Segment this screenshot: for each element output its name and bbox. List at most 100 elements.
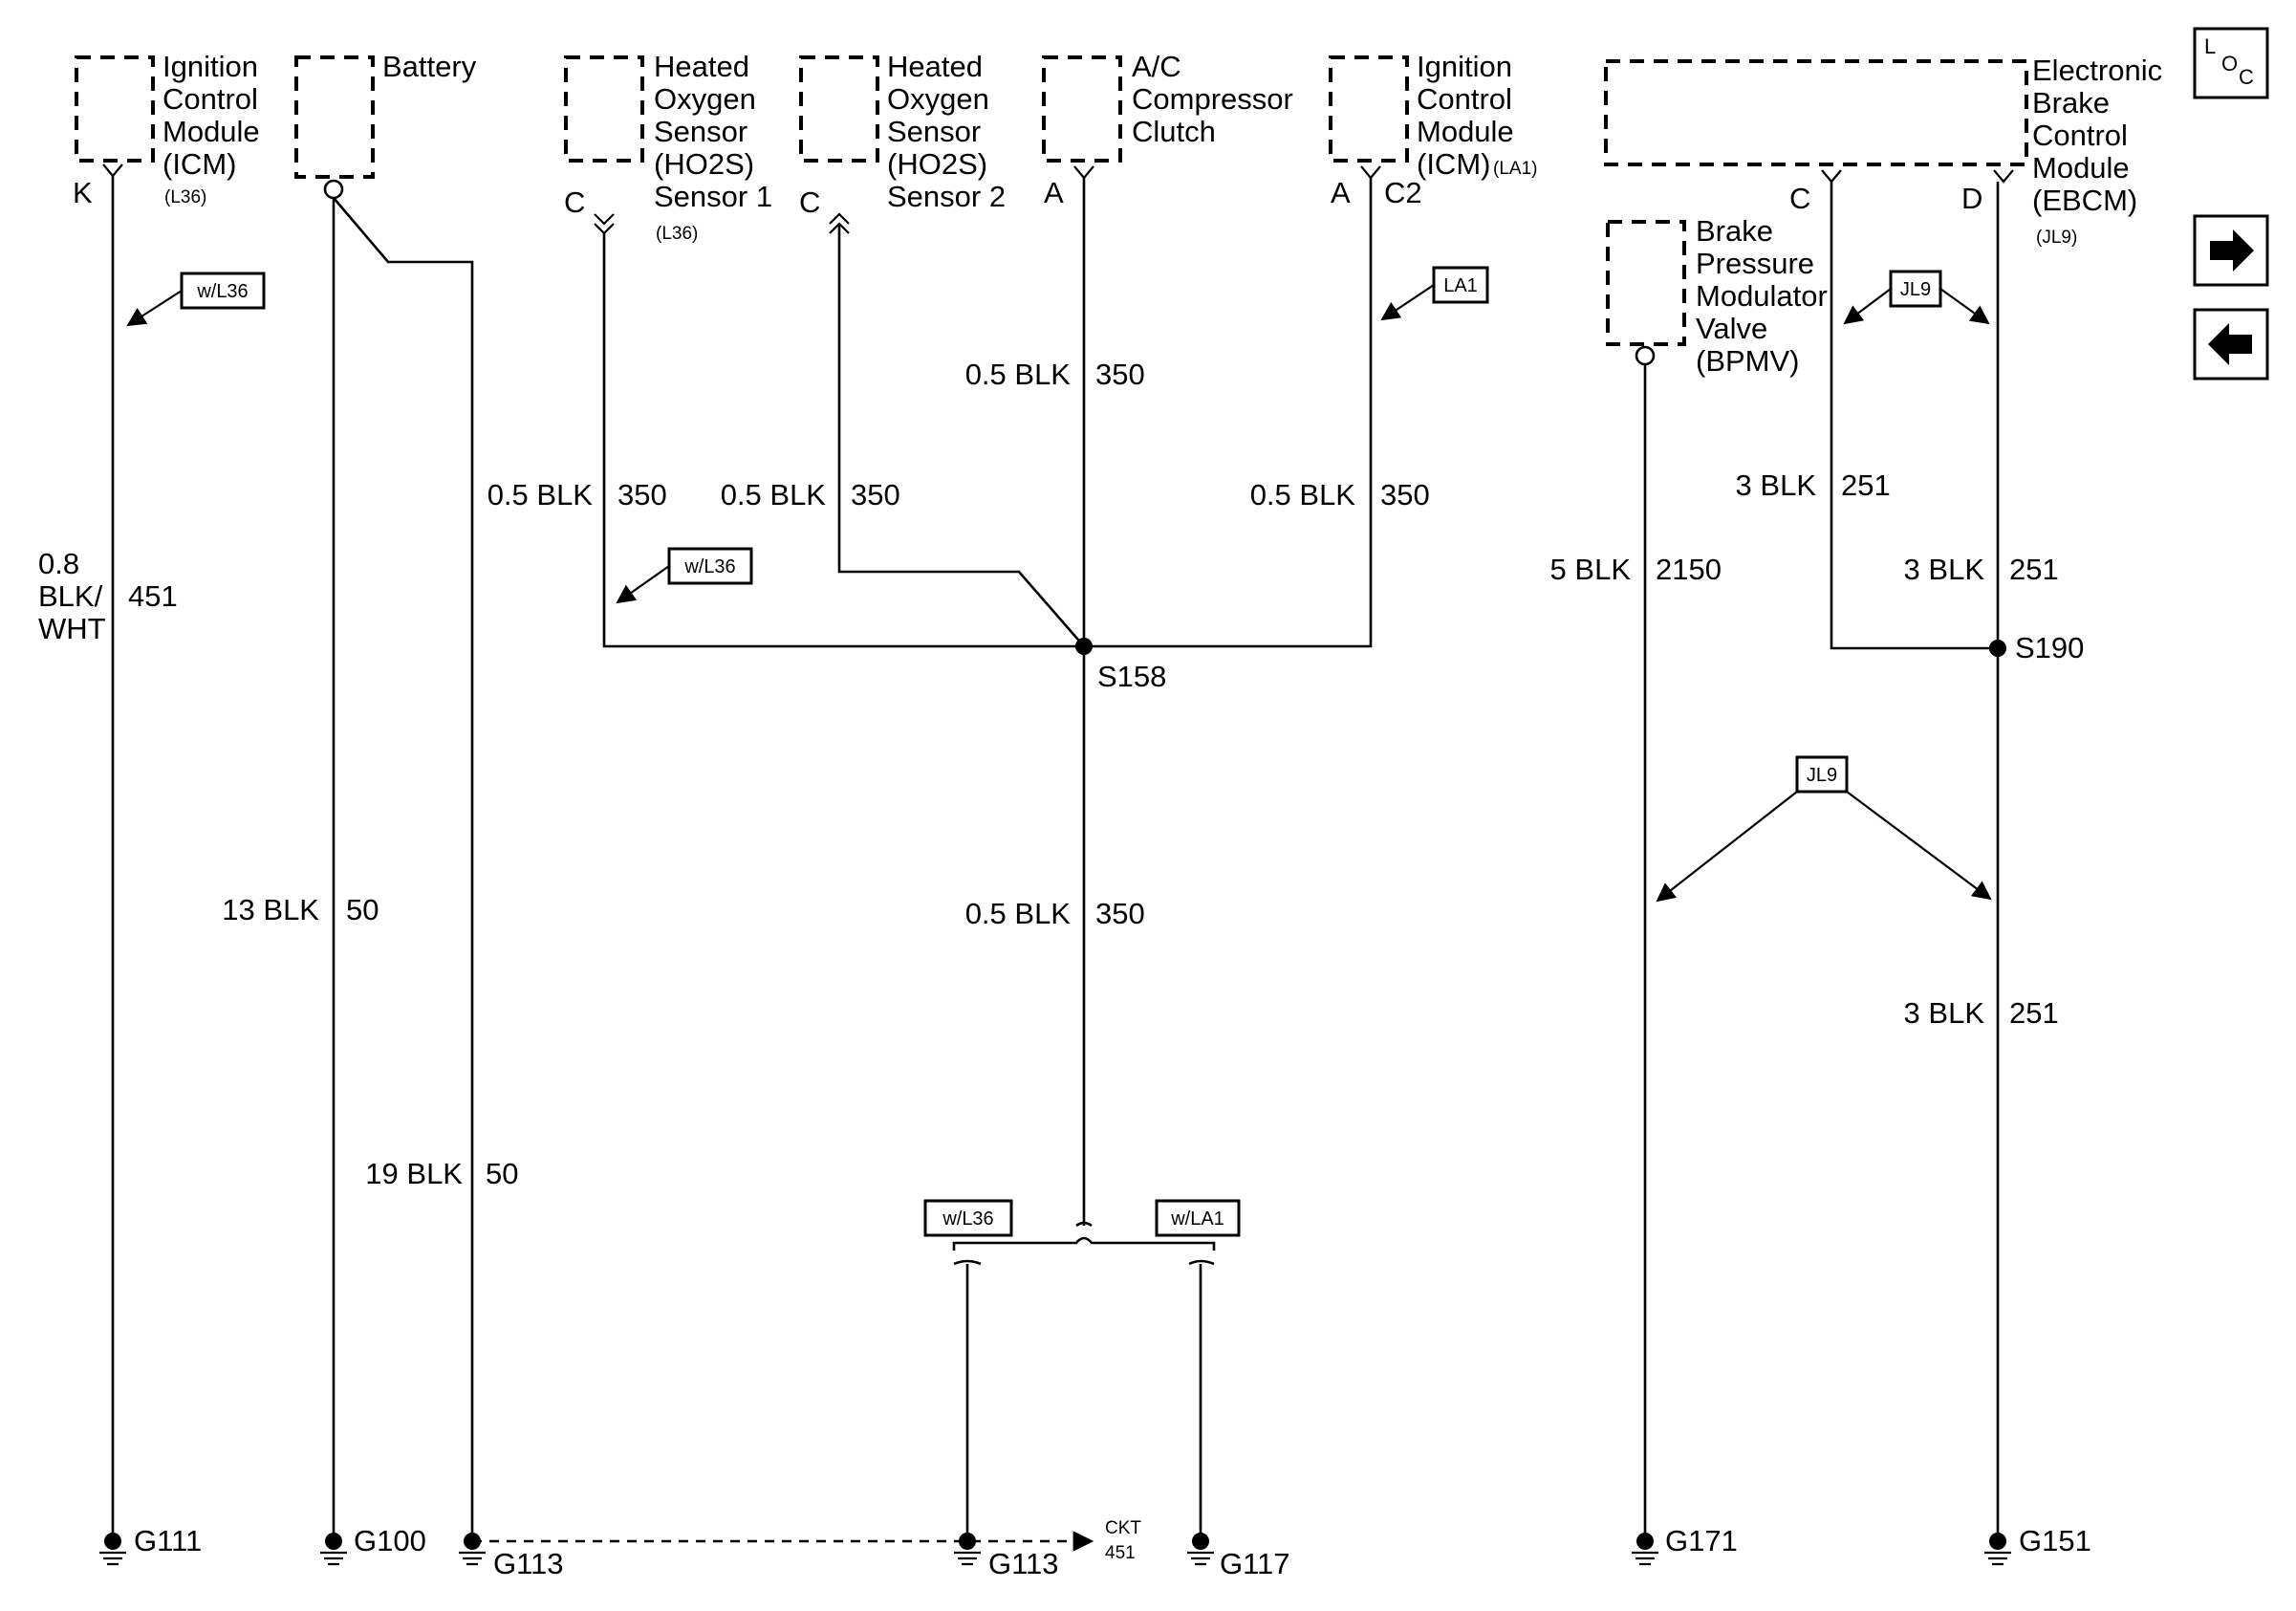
wire-s190-circuit: 251 <box>2009 996 2059 1030</box>
terminal-ebcm-d <box>1993 169 2014 184</box>
wire-451-circuit: 451 <box>128 579 178 613</box>
arrow-right-icon <box>2210 229 2254 272</box>
pin-c-ho2s1: C <box>564 185 585 219</box>
wire-battery-50-branch <box>333 197 474 1541</box>
svg-text:w/L36: w/L36 <box>683 556 735 577</box>
wire-s158-circuit: 350 <box>1095 897 1145 930</box>
svg-text:w/L36: w/L36 <box>942 1208 993 1230</box>
wire-ac-circuit: 350 <box>1095 358 1145 391</box>
ho2s1-label: Heated Oxygen Sensor (HO2S) Sensor 1 <box>654 50 772 213</box>
ground-g100: G100 <box>320 1524 426 1566</box>
wire-ebcm-c-size: 3 BLK <box>1736 468 1817 502</box>
prev-page-button[interactable] <box>2193 308 2269 381</box>
ground-g113-b: G113 <box>954 1533 1059 1580</box>
svg-text:JL9: JL9 <box>1807 765 1837 786</box>
wire-ho2s1-circuit: 350 <box>617 478 667 512</box>
wire-to-g117 <box>1188 1259 1215 1541</box>
ho2s2-label: Heated Oxygen Sensor (HO2S) Sensor 2 <box>887 50 1006 213</box>
wire-ho2s1-size: 0.5 BLK <box>487 478 594 512</box>
bpmv-box <box>1606 220 1686 346</box>
wire-icm-350 <box>1084 178 1373 648</box>
terminal-ac <box>1073 165 1094 180</box>
pin-c-ebcm: C <box>1789 182 1810 215</box>
option-tag-wl36-c: w/L36 <box>923 1199 1013 1237</box>
pin-a-icm: A <box>1331 176 1351 209</box>
splice-s190-label: S190 <box>2015 631 2084 664</box>
battery-label: Battery <box>382 50 477 83</box>
loc-button[interactable]: L O C <box>2193 27 2269 99</box>
ho2s1-option: (L36) <box>656 224 698 244</box>
option-tag-la1: LA1 <box>1380 266 1489 321</box>
wire-451-size: 0.8 BLK/ WHT <box>38 547 111 645</box>
ground-g111: G111 <box>99 1524 202 1566</box>
pin-d-ebcm: D <box>1961 182 1982 215</box>
svg-text:G111: G111 <box>134 1524 202 1557</box>
splice-s158-label: S158 <box>1097 660 1166 693</box>
wire-branch-curve <box>1075 1221 1093 1228</box>
ac-clutch-box <box>1042 55 1122 163</box>
wire-icm-circuit: 350 <box>1380 478 1430 512</box>
battery-box <box>294 55 375 179</box>
terminal-icm-right <box>1360 165 1381 180</box>
wire-ho2s2-size: 0.5 BLK <box>721 478 827 512</box>
wire-ebcm-d-size: 3 BLK <box>1904 553 1985 586</box>
ac-clutch-label: A/C Compressor Clutch <box>1132 50 1301 148</box>
wire-ebcm-c-circuit: 251 <box>1841 468 1891 502</box>
option-tag-wl36-b: w/L36 <box>616 547 753 604</box>
wire-batt13-size: 13 BLK <box>222 893 319 926</box>
pin-a-ac: A <box>1044 176 1064 209</box>
svg-text:G100: G100 <box>354 1524 426 1557</box>
wire-ho2s2-circuit: 350 <box>851 478 900 512</box>
terminal-bpmv <box>1635 345 1656 366</box>
wire-batt13-circuit: 50 <box>346 893 379 926</box>
ground-g113-a: G113 <box>459 1533 564 1580</box>
wire-branch-bracket <box>952 1236 1216 1251</box>
wire-ho2s2-350 <box>837 224 1085 647</box>
icm-left-label: Ignition Control Module (ICM) <box>162 50 268 181</box>
next-page-button[interactable] <box>2193 214 2269 287</box>
svg-text:LA1: LA1 <box>1443 275 1478 296</box>
icm-right-label: Ignition Control Module (ICM) <box>1417 50 1522 181</box>
ebcm-option: (JL9) <box>2036 228 2077 248</box>
wire-batt19-circuit: 50 <box>486 1157 518 1190</box>
ckt-reference-label: CKT 451 <box>1105 1518 1146 1563</box>
ebcm-label: Electronic Brake Control Module (EBCM) <box>2032 54 2171 217</box>
terminal-ho2s1 <box>594 213 615 235</box>
pin-c-ho2s2: C <box>799 185 820 219</box>
terminal-k <box>102 163 123 178</box>
wire-to-g113 <box>953 1259 982 1541</box>
wire-s190-size: 3 BLK <box>1904 996 1985 1030</box>
splice-s190 <box>1989 640 2006 657</box>
svg-text:G117: G117 <box>1220 1547 1290 1580</box>
svg-text:L: L <box>2204 34 2216 58</box>
ground-g171: G171 <box>1632 1524 1738 1566</box>
icm-left-option: (L36) <box>164 187 206 207</box>
svg-text:G171: G171 <box>1665 1524 1738 1557</box>
ground-g117: G117 <box>1187 1533 1290 1580</box>
svg-text:G113: G113 <box>988 1547 1059 1580</box>
ebcm-box <box>1604 59 2028 166</box>
svg-text:w/L36: w/L36 <box>196 281 248 302</box>
connector-c2: C2 <box>1384 176 1422 209</box>
pin-k: K <box>73 176 93 209</box>
svg-text:w/LA1: w/LA1 <box>1170 1208 1224 1230</box>
bpmv-label: Brake Pressure Modulator Valve (BPMV) <box>1696 214 1835 378</box>
wire-ac-size: 0.5 BLK <box>965 358 1072 391</box>
wire-bpmv-size: 5 BLK <box>1550 553 1632 586</box>
svg-text:G113: G113 <box>493 1547 564 1580</box>
terminal-ebcm-c <box>1821 169 1842 184</box>
svg-text:JL9: JL9 <box>1900 279 1931 300</box>
wire-bpmv-circuit: 2150 <box>1656 553 1722 586</box>
wire-ebcm-c-251 <box>1830 182 1998 650</box>
svg-text:O: O <box>2221 52 2238 76</box>
wire-s158-size: 0.5 BLK <box>965 897 1072 930</box>
wire-batt19-size: 19 BLK <box>365 1157 463 1190</box>
option-tag-wl36-a: w/L36 <box>126 272 266 327</box>
svg-text:C: C <box>2239 65 2254 89</box>
icm-right-option: (LA1) <box>1493 159 1537 179</box>
splice-s158 <box>1075 638 1093 655</box>
icm-left-box <box>75 55 155 163</box>
option-tag-jl9-a: JL9 <box>1843 270 1990 325</box>
terminal-battery <box>323 179 344 200</box>
